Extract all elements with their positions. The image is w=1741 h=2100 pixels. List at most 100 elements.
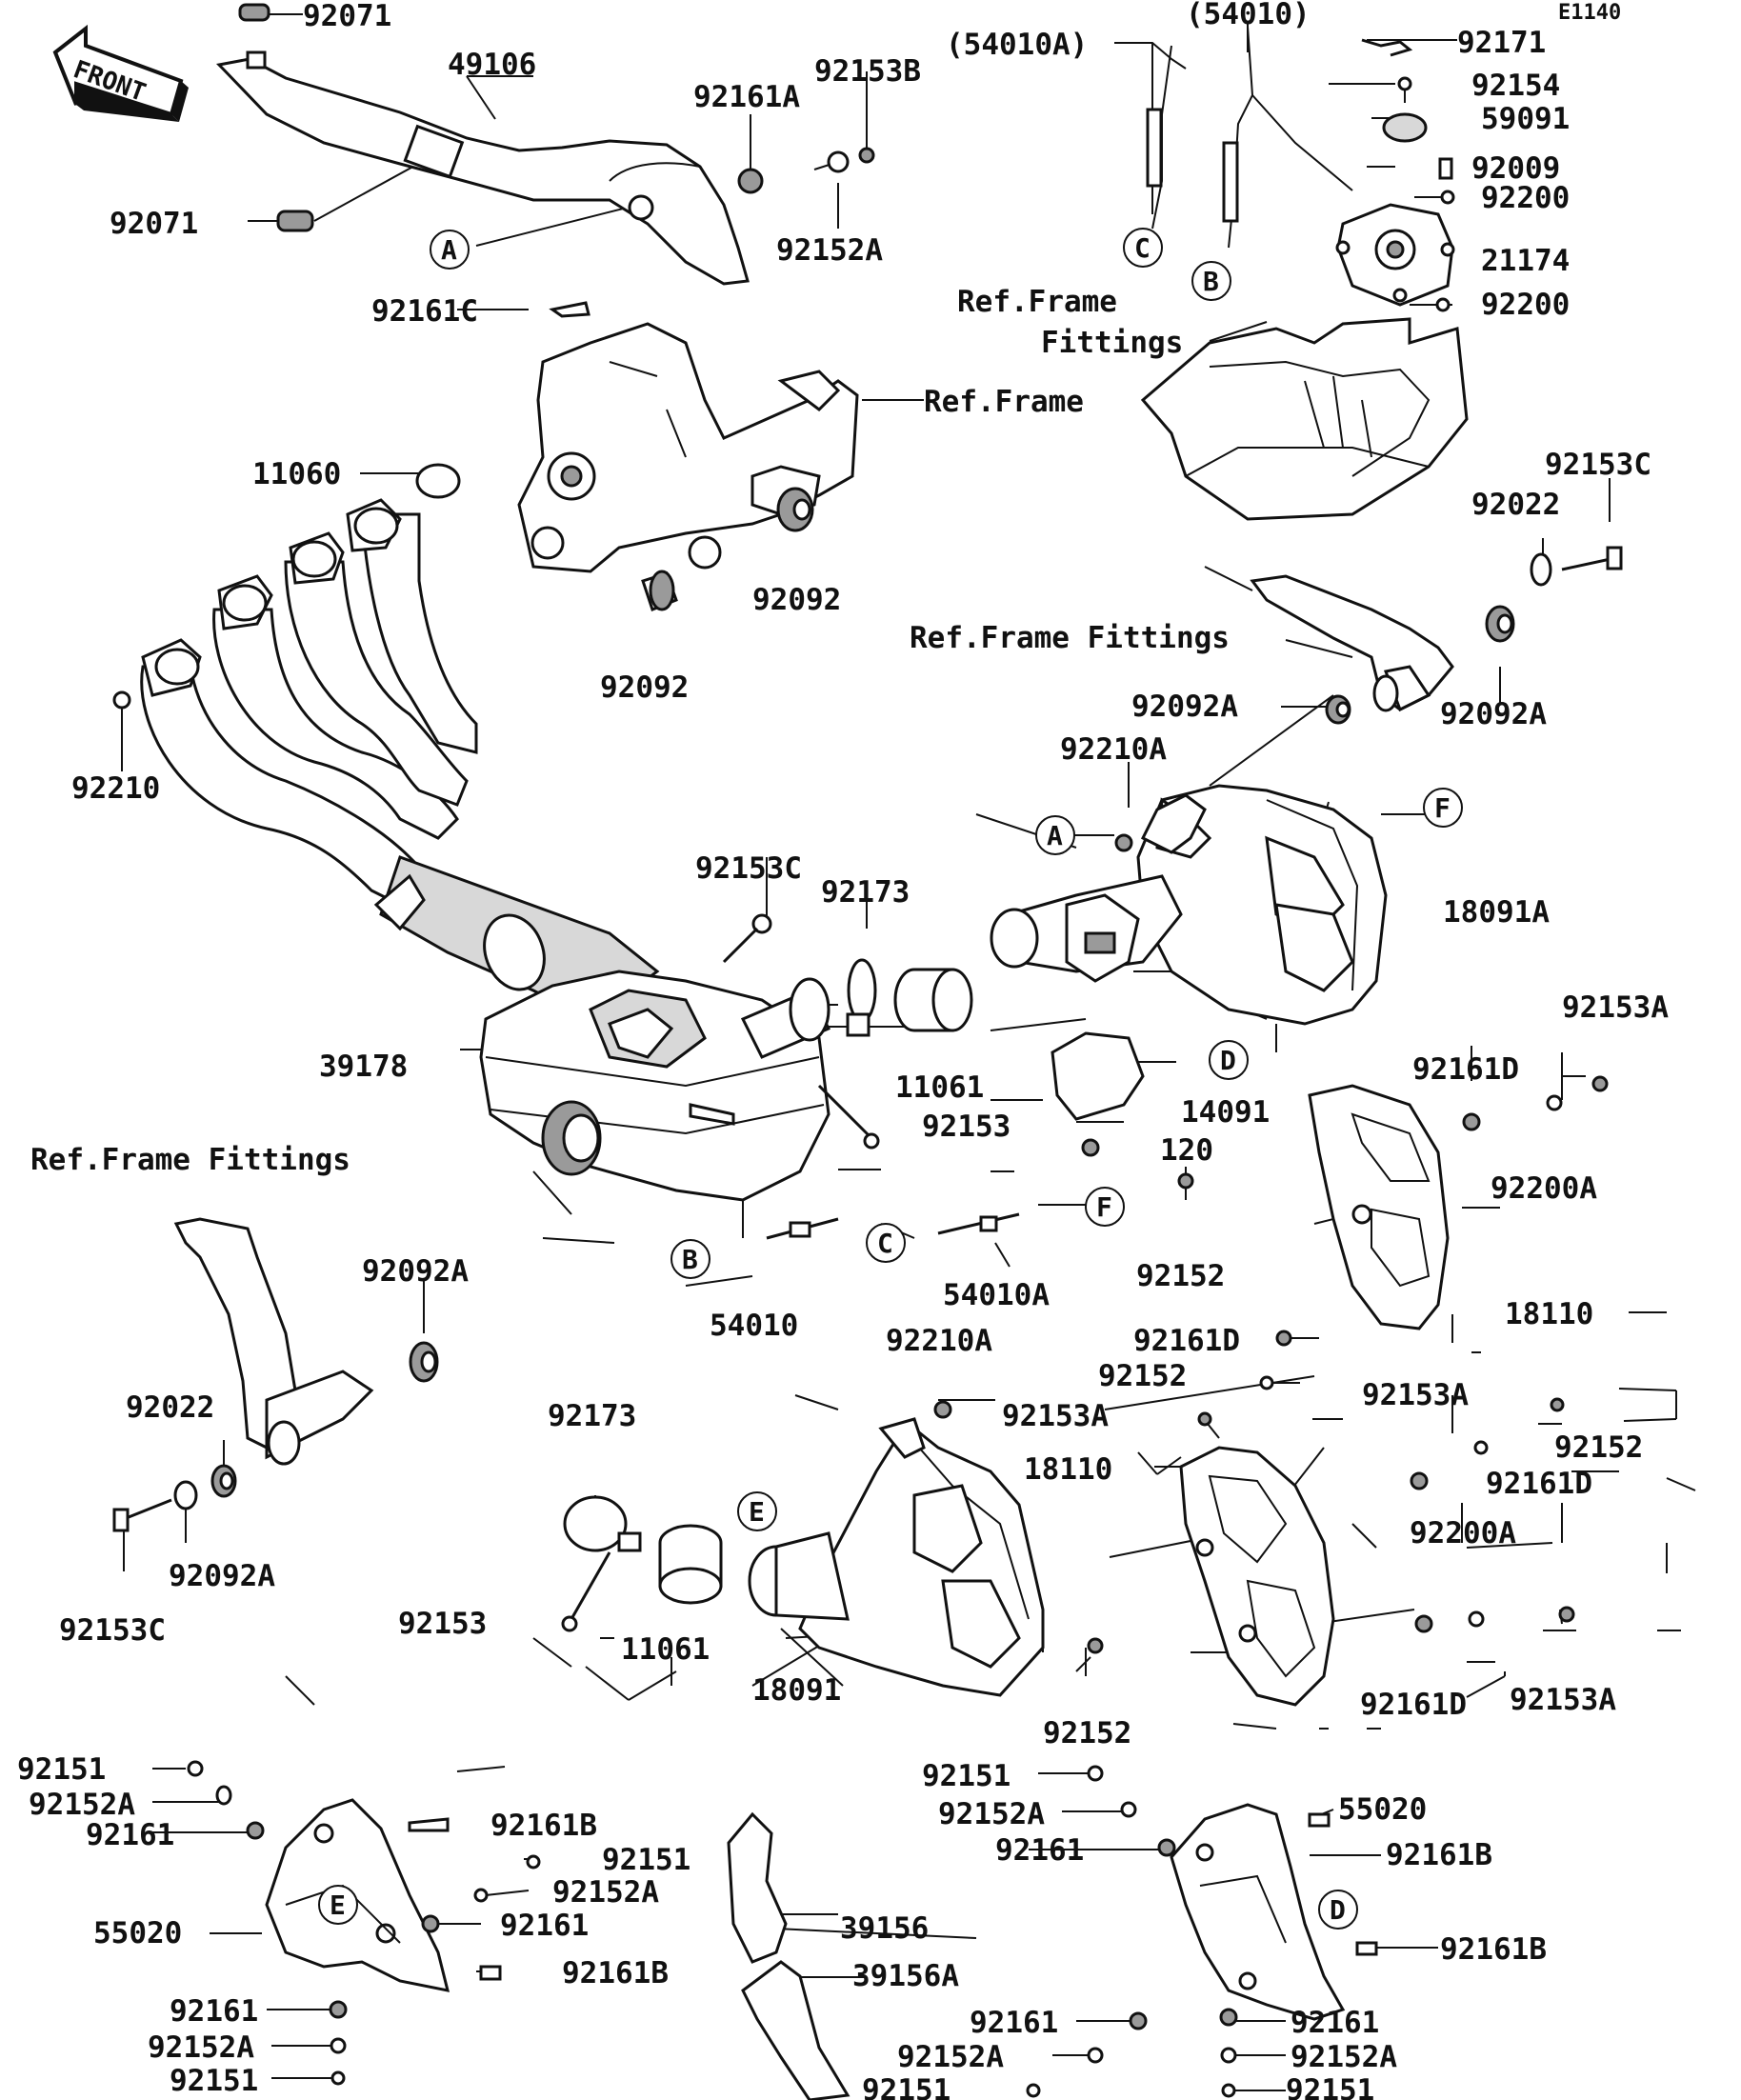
nut-92210A-mid — [933, 1400, 952, 1419]
washer-92161-r2 — [1129, 2011, 1148, 2030]
label-92161D-b: 92161D — [1133, 1324, 1240, 1358]
gasket-11061-top — [893, 968, 973, 1032]
label-ref-frame-fittings-2: Ref.Frame Fittings — [910, 621, 1230, 655]
bolt-92153A-a — [1591, 1075, 1609, 1092]
label-92161-l2: 92161 — [500, 1909, 589, 1943]
washer-92152-d — [1087, 1637, 1104, 1654]
label-92092-b: 92092 — [600, 670, 689, 705]
label-120: 120 — [1160, 1133, 1213, 1168]
label-92152-c: 92152 — [1554, 1430, 1643, 1465]
label-92161B-l2: 92161B — [562, 1956, 669, 1990]
cover-14091 — [1051, 1031, 1145, 1121]
callout-F-top: F — [1423, 788, 1463, 828]
bolt-92153-low — [561, 1551, 611, 1632]
cover-55020-right — [1170, 1803, 1346, 2021]
label-21174: 21174 — [1481, 244, 1570, 278]
label-92092-a: 92092 — [752, 583, 841, 617]
callout-A-mid: A — [1035, 815, 1075, 855]
washer-92200A-b — [1468, 1610, 1485, 1628]
label-54010: 54010 — [710, 1309, 798, 1343]
svg-text:E: E — [330, 1890, 346, 1921]
gasket-11060 — [415, 463, 461, 499]
clamp-92173-top — [846, 958, 877, 1037]
label-ref-frame-fittings-1b: Fittings — [1041, 326, 1183, 360]
label-92092A-r2: 92092A — [1440, 697, 1547, 731]
label-92200A-a: 92200A — [1491, 1171, 1597, 1206]
washer-92200A-a — [1546, 1094, 1563, 1111]
label-11060: 11060 — [252, 457, 341, 491]
seat-cover-49106 — [215, 50, 750, 286]
svg-text:A: A — [1047, 820, 1063, 851]
label-92210A-top: 92210A — [1060, 732, 1167, 767]
label-92161-l3: 92161 — [170, 1994, 258, 2029]
washer-92161-l3 — [329, 2000, 348, 2019]
washer-92161-l1 — [246, 1821, 265, 1840]
bracket-top — [1140, 793, 1207, 854]
label-92152A-top: 92152A — [776, 233, 883, 268]
label-92153B: 92153B — [814, 54, 921, 89]
label-92161D-c: 92161D — [1486, 1467, 1592, 1501]
washer-92161-l2 — [421, 1914, 440, 1933]
label-92161A: 92161A — [693, 80, 800, 114]
callouts: A C B F A D F B C E E D — [318, 228, 1463, 1930]
bolt-92153A-c — [1550, 1397, 1565, 1412]
label-11061-low: 11061 — [621, 1632, 710, 1667]
label-92092A-l: 92092A — [362, 1254, 469, 1289]
ref-frame-fittings-right — [1250, 574, 1454, 712]
diagram-code: E1140 — [1558, 1, 1621, 25]
label-18091A: 18091A — [1443, 895, 1550, 930]
label-92153C-r: 92153C — [1545, 448, 1651, 482]
bolt-92151-r1 — [1087, 1765, 1104, 1782]
label-92152A-r1: 92152A — [938, 1797, 1045, 1831]
valve-assembly — [1065, 893, 1140, 983]
washer-92152A-r1 — [1120, 1801, 1137, 1818]
label-92210: 92210 — [71, 771, 160, 806]
label-92009: 92009 — [1471, 151, 1560, 186]
label-55020-l: 55020 — [93, 1916, 182, 1950]
callout-E-low: E — [318, 1885, 358, 1925]
label-55020-r: 55020 — [1338, 1792, 1427, 1827]
rubber-92161B-l2 — [479, 1965, 502, 1981]
clip-92071-side — [276, 210, 314, 232]
svg-text:F: F — [1096, 1191, 1112, 1223]
label-92151-l1: 92151 — [17, 1752, 106, 1787]
callout-B-top: B — [1191, 261, 1231, 301]
label-92161D-d: 92161D — [1360, 1688, 1467, 1722]
label-92152A-l3: 92152A — [148, 2030, 254, 2065]
washer-92161D-b — [1275, 1330, 1292, 1347]
collar-92092A-r1 — [1485, 605, 1515, 643]
muffler-18091 — [748, 1417, 1045, 1697]
label-92153C-mid: 92153C — [695, 851, 802, 886]
connecting-pipe-mid — [740, 977, 831, 1059]
label-92151-r2: 92151 — [862, 2073, 951, 2100]
bolt-92151-l2 — [526, 1854, 541, 1870]
label-92153A-d: 92153A — [1510, 1683, 1616, 1717]
label-92161-l1: 92161 — [86, 1818, 174, 1852]
label-92161B-l1: 92161B — [490, 1809, 597, 1843]
label-92092A-l2: 92092A — [169, 1559, 275, 1593]
collar-92092-b — [641, 570, 678, 611]
collar-92092A-l2 — [210, 1464, 237, 1498]
label-18091: 18091 — [752, 1673, 841, 1708]
bolt-92153-mid — [817, 1084, 880, 1150]
label-92200-a: 92200 — [1481, 181, 1570, 215]
bolt-92153B — [858, 147, 875, 164]
washer-92161D-c — [1410, 1471, 1429, 1490]
svg-text:F: F — [1434, 792, 1451, 824]
rubber-92161B-r1 — [1308, 1812, 1331, 1828]
bolt-92151-l1 — [187, 1760, 204, 1777]
bolt-92153C-r — [1561, 546, 1623, 571]
rubber-92161B-r2 — [1355, 1941, 1378, 1956]
svg-text:D: D — [1330, 1894, 1346, 1926]
label-18110-b: 18110 — [1024, 1452, 1112, 1487]
washer-92152A — [827, 150, 850, 173]
clamp-92173-low — [563, 1495, 642, 1552]
washer-92161A — [737, 168, 764, 194]
label-92200-b: 92200 — [1481, 288, 1570, 322]
gasket-11061-low — [658, 1524, 723, 1605]
exhaust-headers — [112, 498, 660, 1011]
label-54010A: 54010A — [943, 1278, 1050, 1312]
label-92092A-r1: 92092A — [1131, 690, 1238, 724]
label-92152A-r3: 92152A — [1291, 2040, 1397, 2074]
label-92161-r1: 92161 — [995, 1833, 1084, 1868]
